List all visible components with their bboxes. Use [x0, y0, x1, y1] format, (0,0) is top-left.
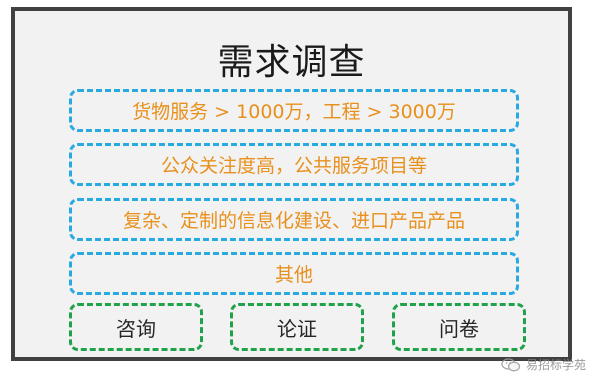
category-complex-custom: 复杂、定制的信息化建设、进口产品产品	[69, 198, 519, 241]
category-public-interest: 公众关注度高，公共服务项目等	[69, 143, 519, 186]
category-other: 其他	[69, 252, 519, 295]
wechat-icon	[501, 357, 521, 371]
method-label: 咨询	[116, 316, 156, 341]
diagram-frame: 需求调查 货物服务 > 1000万，工程 > 3000万 公众关注度高，公共服务…	[11, 7, 572, 361]
method-questionnaire: 问卷	[392, 303, 526, 351]
watermark-text: 易招标学苑	[525, 358, 586, 372]
category-label: 复杂、定制的信息化建设、进口产品产品	[122, 210, 465, 232]
category-large-value: 货物服务 > 1000万，工程 > 3000万	[69, 89, 519, 132]
category-label: 其他	[274, 264, 313, 286]
diagram-title: 需求调查	[217, 42, 366, 83]
watermark: 易招标学苑	[501, 356, 586, 373]
category-label: 货物服务 > 1000万，工程 > 3000万	[132, 101, 456, 123]
method-argument: 论证	[230, 303, 364, 351]
method-label: 问卷	[439, 316, 479, 341]
method-consult: 咨询	[69, 303, 203, 351]
category-label: 公众关注度高，公共服务项目等	[160, 155, 427, 177]
method-label: 论证	[277, 316, 317, 341]
